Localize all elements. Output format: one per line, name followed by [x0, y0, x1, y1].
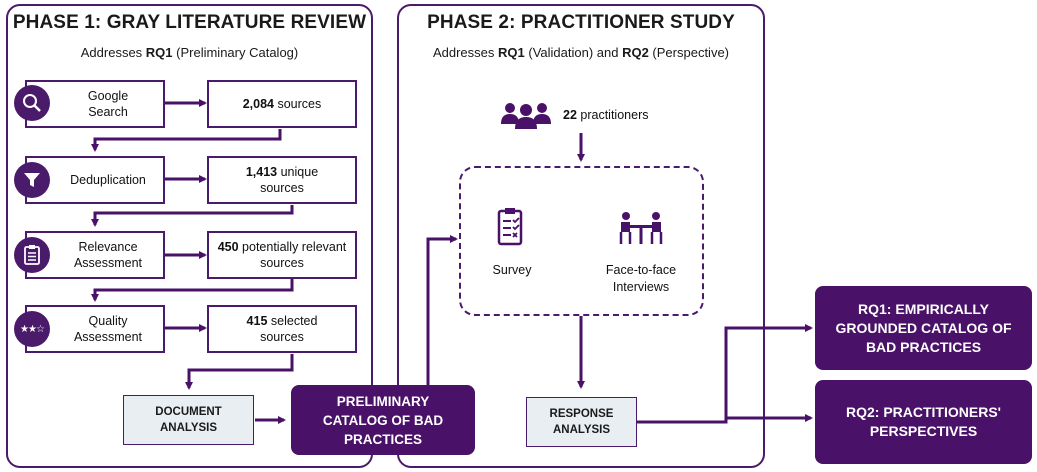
phase2-subtitle: Addresses RQ1 (Validation) and RQ2 (Pers… [397, 45, 765, 60]
phase2-title: PHASE 2: PRACTITIONER STUDY [427, 12, 735, 33]
interviews-label: Face-to-face Interviews [605, 263, 677, 294]
result-dedup-text: unique sources [260, 165, 319, 195]
phase1-frame [6, 4, 373, 468]
result-dedup: 1,413 unique sources [207, 156, 357, 204]
output-rq1-label: RQ1: EMPIRICALLY GROUNDED CATALOG OF BAD… [835, 300, 1012, 355]
step-google-search-label: Google Search [87, 89, 129, 119]
step-relevance-label: Relevance Assessment [73, 240, 143, 270]
step-deduplication-label: Deduplication [70, 173, 146, 187]
result-google-num: 2,084 [242, 97, 274, 111]
people-icon [499, 100, 553, 135]
step-deduplication: Deduplication [25, 156, 165, 204]
interview-icon [618, 211, 664, 250]
step-quality: Quality Assessment [25, 305, 165, 353]
step-quality-label: Quality Assessment [73, 314, 143, 344]
clipboard-icon [14, 237, 50, 273]
response-analysis-label: RESPONSE ANALYSIS [549, 408, 614, 436]
phase2-frame [397, 4, 765, 468]
output-rq2: RQ2: PRACTITIONERS' PERSPECTIVES [815, 380, 1032, 464]
phase1-subtitle: Addresses RQ1 (Preliminary Catalog) [6, 45, 373, 60]
practitioners-text: practitioners [580, 108, 649, 122]
output-rq2-label: RQ2: PRACTITIONERS' PERSPECTIVES [845, 404, 1001, 439]
output-rq1: RQ1: EMPIRICALLY GROUNDED CATALOG OF BAD… [815, 286, 1032, 370]
result-relevance-text: potentially relevant sources [242, 240, 347, 270]
phase2-sub-prefix: Addresses [432, 45, 499, 60]
phase2-sub-rq2: RQ2 [622, 45, 649, 60]
phase2-sub-rq1: RQ1 [498, 45, 525, 60]
practitioners-label: 22 practitioners [563, 108, 648, 122]
result-relevance-num: 450 [217, 240, 239, 254]
result-quality: 415 selected sources [207, 305, 357, 353]
result-quality-text: selected sources [260, 314, 318, 344]
phase1-title: PHASE 1: GRAY LITERATURE REVIEW [12, 12, 367, 33]
preliminary-catalog-label: PRELIMINARY CATALOG OF BAD PRACTICES [322, 393, 444, 447]
phase1-sub-rq: RQ1 [145, 45, 173, 60]
document-analysis: DOCUMENT ANALYSIS [123, 395, 254, 445]
response-analysis: RESPONSE ANALYSIS [526, 397, 637, 447]
result-google: 2,084 sources [207, 80, 357, 128]
phase2-sub-suffix: (Perspective) [648, 45, 730, 60]
phase1-sub-prefix: Addresses [80, 45, 146, 60]
practitioners-num: 22 [563, 108, 577, 122]
result-quality-num: 415 [246, 314, 268, 328]
phase1-sub-suffix: (Preliminary Catalog) [172, 45, 299, 60]
magnifier-icon [14, 85, 50, 121]
funnel-icon [14, 162, 50, 198]
result-dedup-num: 1,413 [245, 165, 278, 179]
stars-icon: ★★☆ [14, 311, 50, 347]
document-analysis-label: DOCUMENT ANALYSIS [155, 406, 222, 434]
survey-label: Survey [492, 263, 532, 277]
survey-icon [497, 206, 523, 251]
result-relevance: 450 potentially relevant sources [207, 231, 357, 279]
result-google-text: sources [277, 97, 322, 111]
phase2-sub-mid: (Validation) and [524, 45, 623, 60]
preliminary-catalog: PRELIMINARY CATALOG OF BAD PRACTICES [291, 385, 475, 455]
methods-box [459, 166, 704, 316]
